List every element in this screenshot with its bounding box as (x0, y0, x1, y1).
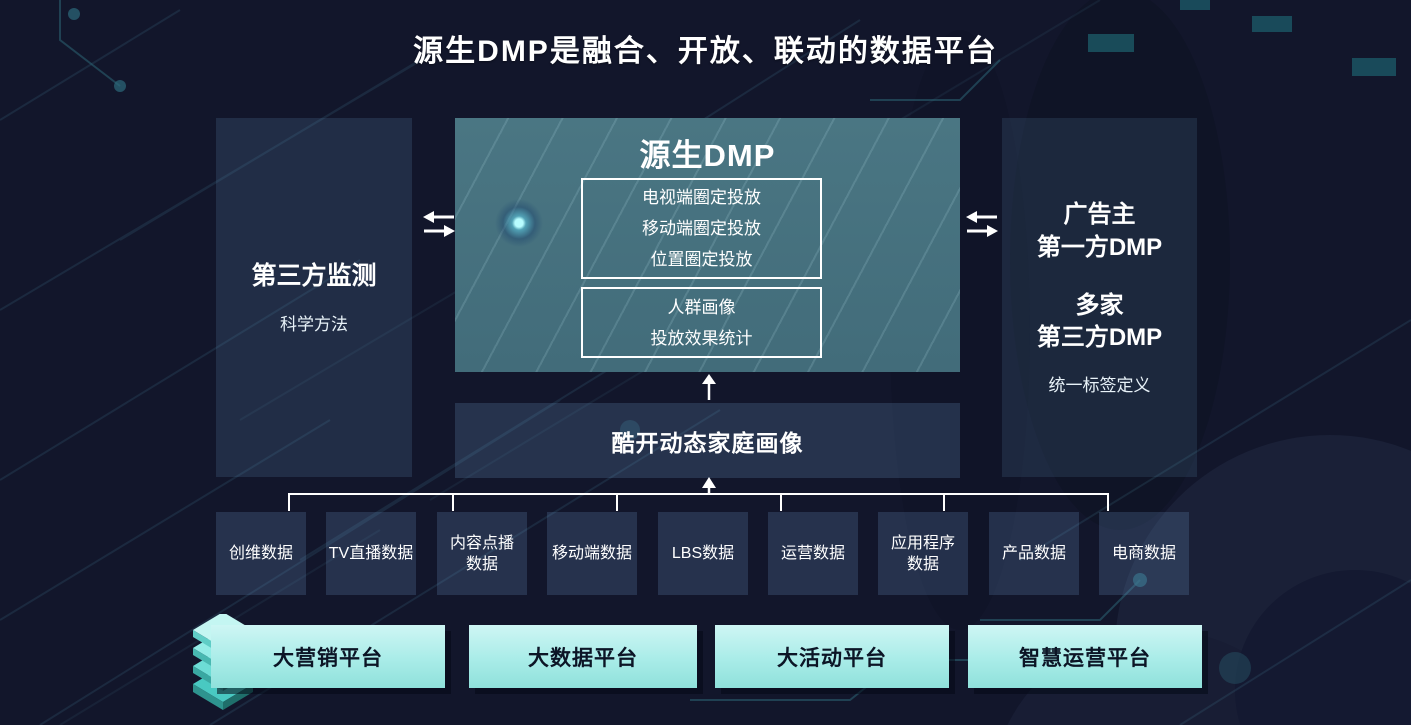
third-party-monitoring-panel: 第三方监测 科学方法 (216, 118, 412, 477)
third-party-monitoring-title: 第三方监测 (251, 262, 377, 291)
third-party-line: 第三方DMP (1036, 324, 1163, 352)
data-source-label: 数据 (465, 555, 498, 573)
data-source-box: 产品数据 (989, 512, 1079, 595)
targeting-line: 位置圈定投放 (650, 250, 753, 269)
third-party-line: 多家 (1075, 292, 1124, 319)
data-source-label: 产品数据 (1001, 545, 1066, 562)
data-source-box: 应用程序 数据 (878, 512, 968, 595)
family-portrait-label: 酷开动态家庭画像 (611, 429, 804, 456)
unified-tag-definition-subtitle: 统一标签定义 (1048, 375, 1151, 395)
data-source-label: 数据 (906, 555, 939, 573)
glow-dot-decoration (495, 199, 543, 247)
platform-label: 大数据平台 (528, 646, 638, 670)
advertiser-first-party-dmp-label: 广告主 第一方DMP (1037, 199, 1162, 264)
external-dmp-panel: 广告主 第一方DMP 多家 第三方DMP 统一标签定义 (1002, 118, 1197, 477)
platform-box: 大活动平台 (715, 625, 949, 688)
targeting-line: 移动端圈定投放 (642, 219, 761, 238)
multi-third-party-dmp-label: 多家 第三方DMP (1037, 290, 1162, 355)
targeting-line: 电视端圈定投放 (642, 188, 761, 207)
native-dmp-panel: 源生DMP 电视端圈定投放 移动端圈定投放 位置圈定投放 人群画像 投放效果统计 (455, 118, 960, 372)
insight-line: 人群画像 (667, 297, 736, 317)
exchange-arrows-icon (966, 211, 998, 237)
platform-box: 智慧运营平台 (968, 625, 1202, 688)
data-source-box: 运营数据 (768, 512, 858, 595)
advertiser-line: 广告主 (1063, 201, 1136, 229)
exchange-arrows-icon (423, 211, 455, 237)
data-source-box: 移动端数据 (547, 512, 637, 595)
family-portrait-box: 酷开动态家庭画像 (455, 403, 960, 478)
data-source-label: LBS数据 (671, 545, 735, 562)
platform-label: 大活动平台 (777, 646, 887, 670)
data-source-label: 移动端数据 (551, 545, 632, 562)
insight-line: 投放效果统计 (650, 328, 753, 348)
platform-box: 大营销平台 (211, 625, 445, 688)
data-source-label: 内容点播 (449, 534, 514, 552)
data-source-box: 内容点播 数据 (437, 512, 527, 595)
insight-capabilities-box: 人群画像 投放效果统计 (581, 287, 822, 358)
data-source-label: 创维数据 (228, 545, 293, 562)
targeting-capabilities-box: 电视端圈定投放 移动端圈定投放 位置圈定投放 (581, 178, 822, 279)
platform-label: 大营销平台 (273, 646, 383, 670)
third-party-monitoring-subtitle: 科学方法 (280, 314, 348, 334)
data-source-box: 电商数据 (1099, 512, 1189, 595)
slide-title: 源生DMP是融合、开放、联动的数据平台 (413, 35, 998, 68)
data-source-box: 创维数据 (216, 512, 306, 595)
data-source-box: TV直播数据 (326, 512, 416, 595)
platform-box: 大数据平台 (469, 625, 697, 688)
data-source-label: 运营数据 (780, 545, 845, 562)
data-source-label: 应用程序 (890, 534, 955, 552)
native-dmp-title: 源生DMP (639, 138, 776, 173)
data-source-label: TV直播数据 (328, 545, 414, 562)
advertiser-line: 第一方DMP (1036, 233, 1163, 261)
data-source-label: 电商数据 (1111, 545, 1176, 562)
data-source-box: LBS数据 (658, 512, 748, 595)
platform-label: 智慧运营平台 (1019, 646, 1151, 670)
